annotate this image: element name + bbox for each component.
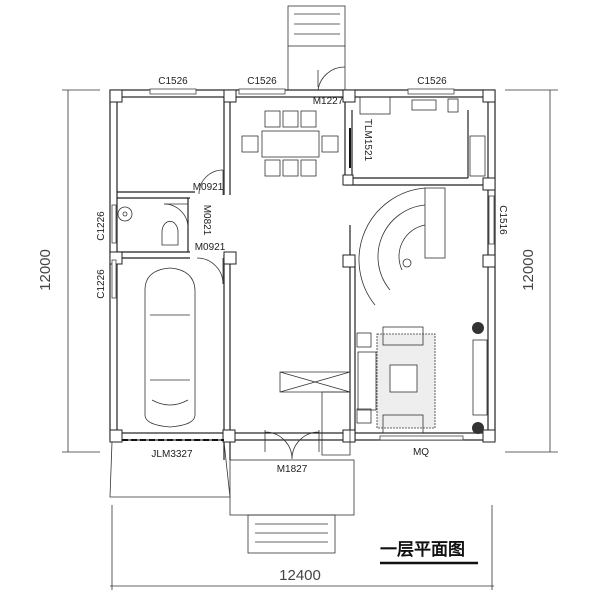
- window-garage-left: [111, 259, 117, 299]
- spiral-staircase: [358, 187, 446, 306]
- window-bath-left: [111, 204, 117, 244]
- columns: [109, 89, 496, 443]
- garage-apron: [109, 441, 231, 498]
- window-kitchen-top: [407, 88, 455, 95]
- label-window-dining: C1526: [247, 76, 277, 87]
- window-bedroom-top: [149, 88, 197, 95]
- dimension-right-label: 12000: [520, 249, 537, 291]
- label-window-bedroom: C1526: [158, 76, 188, 87]
- exterior-walls: [109, 89, 496, 441]
- window-living-bottom: [379, 435, 464, 441]
- label-door-bedroom: M0921: [193, 182, 224, 193]
- window-dining-top: [238, 88, 286, 95]
- dining-table: [241, 110, 339, 177]
- label-door-kitchen: TLM1521: [362, 119, 373, 162]
- plan-title: 一层平面图: [380, 540, 465, 559]
- kitchen-fixtures: [359, 96, 486, 177]
- entrance-porch: [229, 371, 355, 554]
- label-door-garage: M0921: [195, 242, 226, 253]
- label-window-kitchen: C1526: [417, 76, 447, 87]
- dimension-left: 12000: [37, 89, 100, 453]
- car: [144, 267, 196, 428]
- label-garage-rolling-door: JLM3327: [151, 449, 193, 460]
- dimension-left-label: 12000: [37, 249, 54, 291]
- window-living-right: [488, 195, 495, 245]
- dimension-bottom: 12400: [110, 505, 494, 590]
- label-front-door: M1827: [277, 464, 308, 475]
- dimension-right: 12000: [505, 89, 558, 453]
- top-stairs: [287, 5, 346, 90]
- label-window-living-right: C1516: [497, 205, 508, 235]
- door-swings: [163, 66, 351, 460]
- label-living-bottom: MQ: [413, 447, 429, 458]
- label-window-garage: C1226: [96, 269, 107, 299]
- label-door-bath: M0821: [201, 205, 212, 236]
- label-window-bath: C1226: [96, 211, 107, 241]
- living-room-furniture: [356, 322, 488, 434]
- label-door-back: M1227: [313, 96, 344, 107]
- bathroom-fixtures: [117, 206, 179, 246]
- dimension-bottom-label: 12400: [279, 567, 321, 584]
